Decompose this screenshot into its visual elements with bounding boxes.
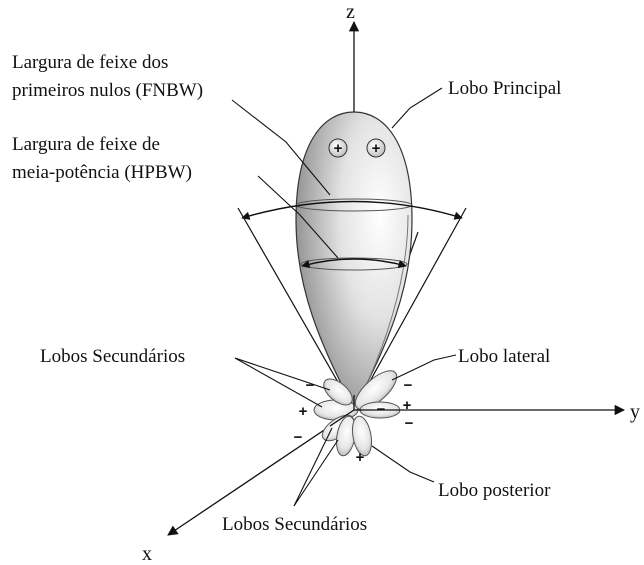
minor-lobe-right-upper xyxy=(354,370,398,410)
leader-back-lobe xyxy=(371,445,435,483)
back-lobe-label: Lobo posterior xyxy=(438,480,551,501)
leader-hpbw xyxy=(257,175,339,259)
main-plus-right-circle xyxy=(366,138,386,158)
sign-left-mid: + xyxy=(299,403,308,420)
secondary-lobes-bottom-label: Lobos Secundários xyxy=(222,514,367,535)
x-axis-label: x xyxy=(142,543,152,565)
sign-bottom: + xyxy=(356,449,365,466)
fnbw-boundary-left xyxy=(237,207,355,411)
x-axis-front xyxy=(329,409,355,427)
main-lobe xyxy=(295,111,413,412)
leader-secondary-left-2 xyxy=(234,357,323,408)
sign-center: − xyxy=(377,401,386,418)
main-sign-right: + xyxy=(372,140,381,157)
leader-secondary-left-1 xyxy=(234,357,331,391)
fnbw-label-line2: primeiros nulos (FNBW) xyxy=(12,80,203,101)
secondary-lobes-left-label: Lobos Secundários xyxy=(40,346,185,367)
leader-secondary-bottom-1 xyxy=(293,439,339,507)
sign-left-top: − xyxy=(306,377,315,394)
sign-right-mid: + xyxy=(403,397,412,414)
hpbw-section xyxy=(300,257,408,271)
fnbw-arc xyxy=(241,200,463,220)
sign-right-top: − xyxy=(404,377,413,394)
y-axis-label: y xyxy=(630,401,640,423)
hpbw-label-line1: Largura de feixe de xyxy=(12,134,160,155)
fnbw-section xyxy=(295,198,413,212)
minor-lobe-bottom-right xyxy=(351,415,373,457)
z-axis-label: z xyxy=(346,1,355,23)
fnbw-boundary-right xyxy=(353,207,467,411)
leader-secondary-bottom-2 xyxy=(293,427,333,507)
hpbw-arc xyxy=(301,258,407,269)
main-sign-left: + xyxy=(334,140,343,157)
main-plus-left-circle xyxy=(328,138,348,158)
leader-fnbw xyxy=(231,99,331,196)
sign-right-bottom: − xyxy=(405,415,414,432)
leader-main-lobe xyxy=(391,87,443,129)
main-lobe-label: Lobo Principal xyxy=(448,78,561,99)
hpbw-label-line2: meia-potência (HPBW) xyxy=(12,162,192,183)
leader-side-lobe xyxy=(391,354,457,381)
minor-lobe-left-upper xyxy=(323,378,353,406)
side-lobe-label: Lobo lateral xyxy=(458,346,550,367)
sign-left-bottom: − xyxy=(294,429,303,446)
fnbw-label-line1: Largura de feixe dos xyxy=(12,52,168,73)
